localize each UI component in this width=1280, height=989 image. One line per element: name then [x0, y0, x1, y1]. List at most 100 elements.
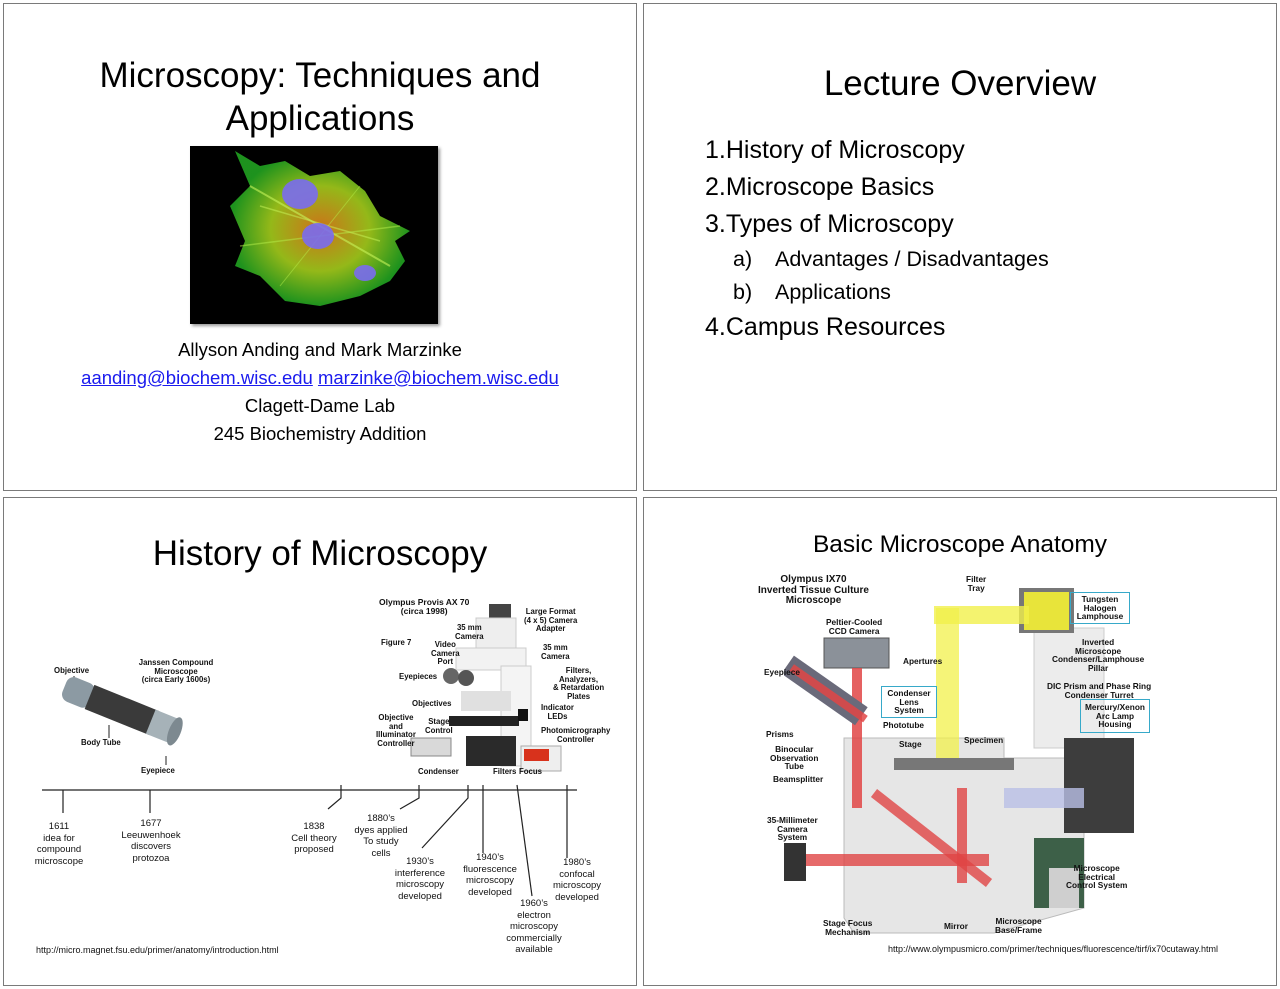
janssen-caption: (circa Early 1600s) — [141, 675, 211, 684]
label-stage-focus: Stage Focus — [823, 918, 873, 928]
item-label: History of Microscopy — [725, 136, 965, 164]
overview-subitem: a)Advantages / Disadvantages — [733, 247, 1049, 272]
lab-location: 245 Biochemistry Addition — [213, 423, 427, 444]
provis-title: Olympus Provis AX 70 — [379, 597, 470, 607]
label-mirror: Mirror — [944, 921, 968, 931]
event-text: microscopy — [465, 875, 515, 886]
event-text: developed — [468, 886, 512, 898]
item-label: Campus Resources — [725, 313, 946, 341]
label-prisms: Prisms — [766, 729, 794, 739]
olympus-provis-figure: Olympus Provis AX 70 (circa 1998) Figure… — [371, 596, 611, 781]
subitem-label: Applications — [775, 280, 891, 304]
slide-title: Microscopy: Techniques and Applications … — [3, 3, 637, 491]
label-text: Arc Lamp — [1095, 710, 1135, 721]
event-text: electron — [517, 909, 551, 921]
label-photomicrography: Controller — [557, 734, 595, 744]
item-label: Microscope Basics — [725, 173, 935, 201]
event-text: cells — [371, 847, 391, 859]
label-binocular: Observation — [770, 752, 819, 763]
email-link-anding[interactable]: aanding@biochem.wisc.edu — [81, 367, 313, 388]
event-text: protozoa — [132, 852, 170, 864]
event-text: proposed — [294, 844, 334, 855]
overview-title: Lecture Overview — [823, 64, 1097, 103]
slide-anatomy: Basic Microscope Anatomy Oly — [643, 497, 1277, 986]
slide-overview: Lecture Overview 1.History of Microscopy… — [643, 3, 1277, 491]
label-stage-control: Stage — [428, 717, 450, 726]
event-year: 1880’s — [367, 813, 395, 824]
label-pillar: Inverted — [1081, 637, 1115, 647]
event-year: 1611 — [48, 821, 70, 832]
event-text: To study — [363, 836, 399, 847]
source-url[interactable]: http://micro.magnet.fsu.edu/primer/anato… — [36, 945, 279, 955]
label-text: Housing — [1098, 719, 1132, 730]
label-binocular: Tube — [784, 761, 804, 772]
source-url[interactable]: http://www.olympusmicro.com/primer/techn… — [888, 944, 1218, 954]
label-35mm-camera-right: Camera — [541, 651, 570, 661]
label-base-frame: Microscope — [995, 916, 1042, 926]
label-filters-plates: Analyzers, — [559, 674, 599, 684]
slide-title-heading: Microscopy: Techniques and Applications — [4, 54, 636, 140]
label-objective-controller: Objective — [378, 713, 414, 722]
timeline-axis — [42, 784, 577, 897]
label-eyepiece: Eyepiece — [141, 766, 175, 775]
label-eyepiece: Eyepiece — [764, 667, 800, 677]
label-objective-controller: and — [388, 721, 403, 731]
ix70-cutaway-diagram — [784, 588, 1134, 934]
item-number: 2. — [705, 173, 726, 201]
provis-subtitle: (circa 1998) — [400, 605, 448, 616]
event-text: microscopy — [509, 921, 559, 932]
label-text: Mercury/Xenon — [1085, 702, 1145, 712]
slide-history: History of Microscopy Janssen Compound M… — [3, 497, 637, 986]
label-indicator-leds: Indicator — [541, 703, 574, 712]
title-line-1: Microscopy: Techniques and — [99, 56, 541, 95]
label-objective-controller: Illuminator — [376, 730, 416, 739]
label-video-port: Camera — [431, 648, 460, 658]
label-video-port: Port — [437, 657, 454, 666]
label-objective: Objective — [54, 666, 90, 675]
fluorescence-cells-image — [190, 146, 438, 324]
label-eyepieces: Eyepieces — [399, 672, 438, 681]
title-line-2: Applications — [225, 99, 415, 138]
email-link-marzinke[interactable]: marzinke@biochem.wisc.edu — [317, 367, 559, 388]
heading-line: Olympus IX70 — [780, 574, 847, 585]
subitem-letter: b) — [733, 280, 753, 304]
label-dic-prism: DIC Prism and Phase Ring — [1047, 681, 1152, 691]
label-electrical-control: Microscope — [1073, 863, 1120, 873]
event-text: developed — [398, 890, 442, 902]
event-text: developed — [555, 891, 599, 903]
label-base-frame: Base/Frame — [995, 924, 1043, 935]
label-filters-plates: Filters, — [565, 666, 592, 675]
event-text: idea for — [43, 832, 75, 844]
lab-name: Clagett-Dame Lab — [244, 395, 396, 416]
label-apertures: Apertures — [903, 656, 943, 666]
label-binocular: Binocular — [775, 744, 814, 754]
event-text: dyes applied — [354, 824, 408, 836]
janssen-caption: Janssen Compound — [138, 658, 214, 667]
anatomy-title: Basic Microscope Anatomy — [812, 531, 1108, 558]
event-text: interference — [394, 867, 446, 879]
label-filter-tray: Tray — [967, 582, 985, 593]
label-objective-controller: Controller — [377, 738, 415, 748]
label-text: Condenser — [887, 688, 931, 698]
label-photomicrography: Photomicrography — [541, 726, 611, 735]
label-beamsplitter: Beamsplitter — [773, 774, 824, 784]
label-35mm-camera: 35-Millimeter — [767, 815, 818, 825]
item-number: 1. — [705, 136, 726, 164]
janssen-caption: Microscope — [154, 666, 198, 676]
event-text: discovers — [130, 841, 172, 852]
label-35mm-camera: 35 mm — [456, 623, 482, 632]
authors: Allyson Anding and Mark Marzinke — [178, 339, 462, 360]
heading-line: Microscope — [785, 595, 842, 606]
label-filters-plates: & Retardation — [553, 683, 605, 692]
overview-item: 4.Campus Resources — [705, 313, 945, 342]
label-indicator-leds: LEDs — [547, 711, 568, 721]
